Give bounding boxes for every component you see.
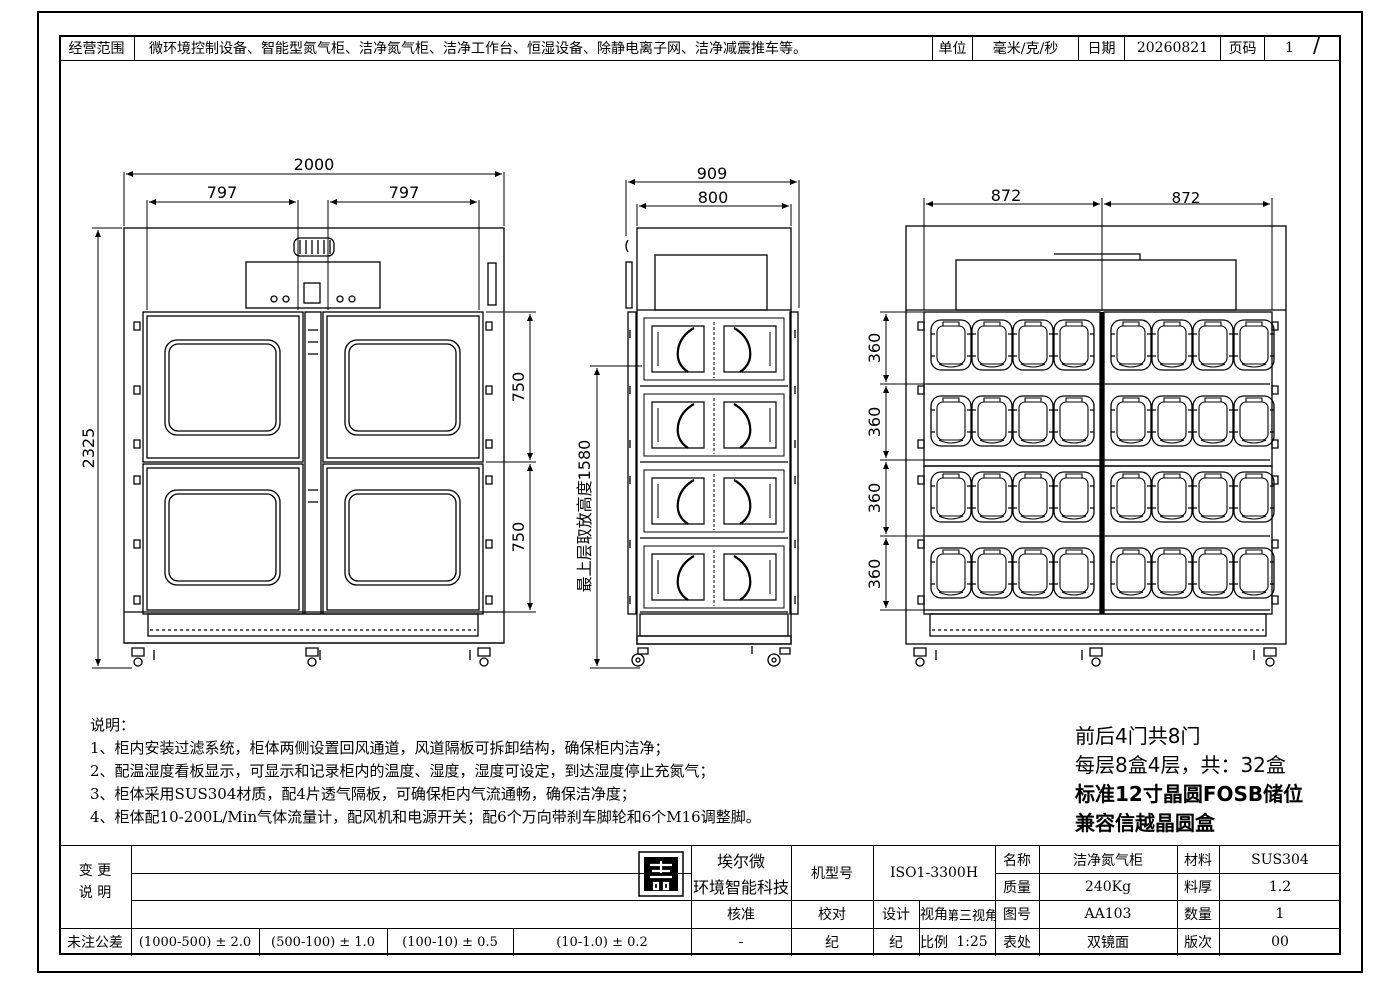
surface-label: 表处 xyxy=(1003,935,1031,951)
tolerance-2: (500-100) ± 1.0 xyxy=(271,934,375,950)
company-logo-icon xyxy=(638,851,684,897)
dim-back-tier-3: 360 xyxy=(865,483,884,514)
tolerance-4: (10-1.0) ± 0.2 xyxy=(556,934,648,950)
tolerance-3: (100-10) ± 0.5 xyxy=(402,934,498,950)
unit-label: 单位 xyxy=(933,35,973,60)
summary-doors: 前后4门共8门 xyxy=(1075,724,1201,748)
thickness-label: 料厚 xyxy=(1184,879,1212,896)
dim-front-total-width: 2000 xyxy=(294,155,335,174)
side-view xyxy=(625,227,799,667)
dim-back-tier-1: 360 xyxy=(865,333,884,364)
front-view xyxy=(123,227,505,667)
note-item: 4、柜体配10-200L/Min气体流量计，配风机和电源开关；配6个万向带刹车脚… xyxy=(90,808,761,826)
design-value: 纪 xyxy=(889,935,903,951)
scope-label: 经营范围 xyxy=(59,35,135,60)
scope-text: 微环境控制设备、智能型氮气柜、洁净氮气柜、洁净工作台、恒湿设备、除静电离子网、洁… xyxy=(135,35,933,60)
design-label: 设计 xyxy=(882,907,910,923)
date-label: 日期 xyxy=(1079,35,1125,60)
qty-value: 1 xyxy=(1275,906,1285,922)
dim-front-right-width: 797 xyxy=(389,183,420,202)
notes: 说明： 1、柜内安装过滤系统，柜体两侧设置回风通道，风道隔板可拆卸结构，确保柜内… xyxy=(90,714,761,829)
back-view xyxy=(905,225,1287,667)
drawing-inner-border xyxy=(59,35,1341,955)
date-value: 20260821 xyxy=(1125,35,1221,60)
company-name-1: 埃尔微 xyxy=(716,852,765,871)
company-logo xyxy=(635,850,687,898)
name-value: 洁净氮气柜 xyxy=(1073,852,1143,869)
dim-back-right-width: 872 xyxy=(1172,189,1201,207)
approve-value: - xyxy=(738,934,744,950)
note-item: 1、柜内安装过滤系统，柜体两侧设置回风通道，风道隔板可拆卸结构，确保柜内洁净； xyxy=(90,739,670,757)
tolerance-1: (1000-500) ± 2.0 xyxy=(138,934,252,950)
page-current: 1 xyxy=(1285,39,1294,56)
page-number: 1 / 1 xyxy=(1265,35,1341,60)
tolerance-label: 未注公差 xyxy=(67,935,123,951)
dim-back-left-width: 872 xyxy=(991,186,1022,205)
company-name-2: 环境智能科技 xyxy=(692,878,789,897)
header-row: 经营范围 微环境控制设备、智能型氮气柜、洁净氮气柜、洁净工作台、恒湿设备、除静电… xyxy=(59,35,1341,61)
notes-title: 说明： xyxy=(90,716,136,734)
note-item: 2、配温湿度看板显示，可显示和记录柜内的温度、湿度，湿度可设定，到达湿度停止充氮… xyxy=(90,762,715,780)
dim-front-door-lower: 750 xyxy=(509,522,528,553)
view-label: 视角 xyxy=(920,907,948,923)
page-label: 页码 xyxy=(1221,35,1265,60)
back-dimensions xyxy=(880,198,1273,611)
check-value: 纪 xyxy=(825,935,839,951)
title-block: 变 更 说 明 埃尔微 环境智能科技 机型号 ISO1-3300H 名称 洁净氮… xyxy=(59,845,1341,956)
material-value: SUS304 xyxy=(1251,851,1309,868)
dim-side-depth-inner: 800 xyxy=(698,188,729,207)
dim-side-max-shelf-height: 最上层取放高度1580 xyxy=(575,440,594,593)
mass-label: 质量 xyxy=(1003,879,1031,896)
change-label-2: 说 明 xyxy=(78,885,112,901)
qty-label: 数量 xyxy=(1184,907,1212,923)
dim-front-height: 2325 xyxy=(79,428,98,469)
approve-label: 核准 xyxy=(727,907,755,923)
drawing-outer-border xyxy=(37,11,1363,973)
dim-back-tier-2: 360 xyxy=(865,407,884,438)
capacity-summary: 前后4门共8门 每层8盒4层，共：32盒 标准12寸晶圆FOSB储位 兼容信越晶… xyxy=(1075,722,1303,838)
name-label: 名称 xyxy=(1003,852,1031,869)
dim-back-tier-4: 360 xyxy=(865,559,884,590)
front-dimensions xyxy=(92,171,536,669)
surface-value: 双镜面 xyxy=(1087,935,1129,951)
note-item: 3、柜体采用SUS304材质，配4片透气隔板，可确保柜内气流通畅，确保洁净度； xyxy=(90,785,636,803)
model-value: ISO1-3300H xyxy=(889,865,979,881)
side-dimensions xyxy=(590,179,800,669)
change-label-1: 变 更 xyxy=(78,863,112,879)
view-value: 第三视角 xyxy=(949,908,995,924)
drawing-no-label: 图号 xyxy=(1003,907,1031,923)
model-label: 机型号 xyxy=(811,866,853,882)
summary-fosb: 标准12寸晶圆FOSB储位 xyxy=(1075,782,1304,806)
drawing-no-value: AA103 xyxy=(1084,906,1132,922)
mass-value: 240Kg xyxy=(1084,878,1132,895)
summary-capacity: 每层8盒4层，共：32盒 xyxy=(1075,753,1286,777)
dim-front-left-width: 797 xyxy=(207,183,238,202)
scale-label: 比例 xyxy=(920,935,948,951)
page-slash: / xyxy=(1313,35,1321,58)
scale-value: 1:25 xyxy=(956,934,988,950)
unit-value: 毫米/克/秒 xyxy=(973,35,1079,60)
dim-front-door-upper: 750 xyxy=(509,372,528,403)
version-label: 版次 xyxy=(1184,935,1212,951)
dim-side-depth-total: 909 xyxy=(697,164,728,183)
material-label: 材料 xyxy=(1184,852,1212,869)
summary-compat: 兼容信越晶圆盒 xyxy=(1075,811,1215,835)
version-value: 00 xyxy=(1271,934,1289,950)
check-label: 校对 xyxy=(818,907,846,923)
thickness-value: 1.2 xyxy=(1268,878,1292,895)
